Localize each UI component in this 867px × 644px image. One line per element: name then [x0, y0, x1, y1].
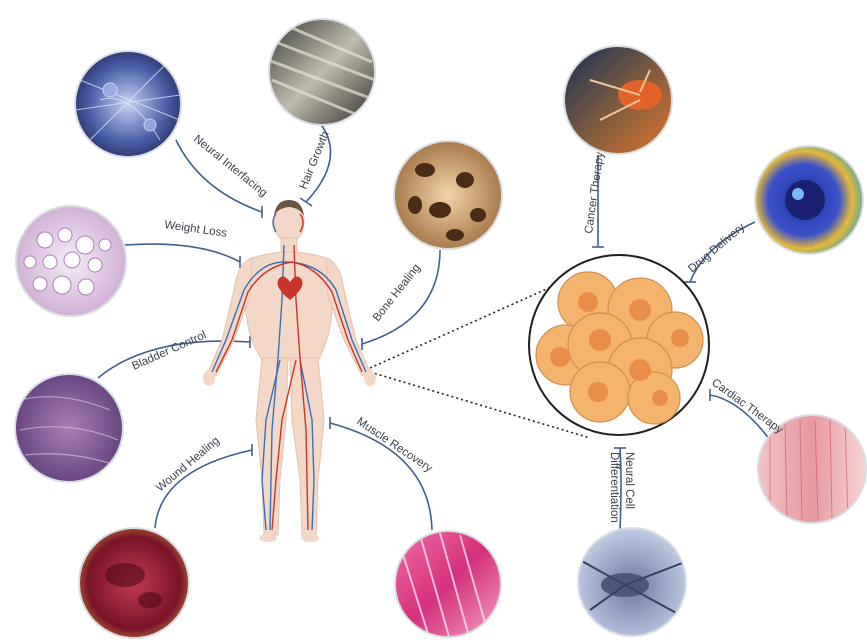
label-bladder-control: Bladder Control — [130, 329, 208, 372]
body-torso — [246, 252, 332, 360]
label-neural-interfacing: Neural Interfacing — [191, 133, 269, 199]
human-body-figure — [203, 200, 376, 542]
body-left-hand — [203, 370, 215, 386]
neural-interfacing-image — [75, 51, 181, 157]
body-right-foot — [301, 534, 319, 542]
body-right-hand — [364, 370, 376, 386]
muscle-recovery-image — [395, 531, 501, 640]
label-neural-cell: Neural Cell — [623, 452, 635, 509]
body-left-arm — [208, 258, 252, 376]
label-wound-healing: Wound Healing — [154, 435, 222, 495]
hair-growth-image — [268, 19, 375, 125]
label-neural-cell-differentiation: Differentiation — [608, 452, 620, 523]
label-weight-loss: Weight Loss — [164, 219, 228, 240]
body-right-arm — [326, 258, 370, 376]
label-muscle-recovery: Muscle Recovery — [354, 416, 434, 475]
wound-healing-image — [79, 528, 189, 638]
label-drug-delivery: Drug Delivery — [686, 221, 747, 275]
body-left-foot — [259, 534, 277, 542]
bone-healing-image — [394, 141, 502, 249]
label-cancer-therapy: Cancer Therapy — [583, 151, 606, 234]
weight-loss-image — [16, 206, 126, 316]
label-cardiac-therapy: Cardiac Therapy — [709, 377, 785, 437]
label-hair-growth: Hair Growth — [298, 130, 332, 191]
connector-weight-loss — [125, 244, 240, 262]
connector-hair-growth-bar — [300, 198, 312, 206]
stem-cell-cluster — [529, 255, 709, 435]
neural-cell-image — [578, 528, 690, 636]
drug-delivery-image — [755, 146, 863, 254]
bladder-control-image — [15, 374, 123, 482]
connector-wound-healing — [155, 450, 252, 528]
cancer-therapy-image — [564, 46, 672, 154]
